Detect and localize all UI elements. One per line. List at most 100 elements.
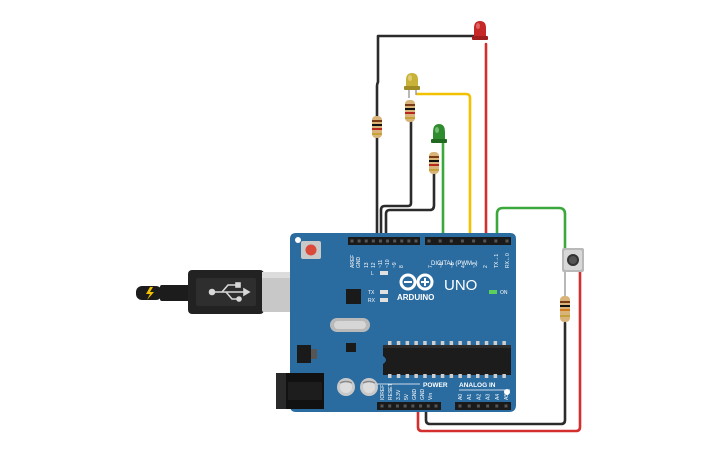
yellow-led-signal-wire[interactable] <box>415 92 472 238</box>
pin-hole[interactable] <box>505 239 509 243</box>
pin-hole[interactable] <box>395 404 399 408</box>
pin-hole[interactable] <box>467 404 471 408</box>
power-label: POWER <box>423 382 448 389</box>
small-chip <box>346 343 356 352</box>
analog-header[interactable] <box>455 402 511 410</box>
pin-label: IOREF <box>380 385 386 400</box>
pin-hole[interactable] <box>411 404 415 408</box>
ground-wire-red-led[interactable] <box>375 34 478 238</box>
red-led[interactable] <box>472 21 488 40</box>
pin-label: A3 <box>486 394 492 400</box>
pin-hole[interactable] <box>438 239 442 243</box>
resistor-yellow-led[interactable] <box>405 100 415 122</box>
wires <box>375 34 582 433</box>
chip-pin <box>458 374 462 378</box>
pin-label: RX←0 <box>505 253 511 268</box>
pin-hole[interactable] <box>472 239 476 243</box>
ground-wire-yellow-led[interactable] <box>379 106 413 238</box>
pin-hole[interactable] <box>357 239 361 243</box>
digital-header[interactable] <box>348 237 511 245</box>
pin-hole[interactable] <box>434 404 438 408</box>
pin-label: 13 <box>364 262 370 268</box>
pin-hole[interactable] <box>460 239 464 243</box>
resistor-button[interactable] <box>560 270 570 322</box>
pin-hole[interactable] <box>380 404 384 408</box>
pin-label: AREF <box>350 255 356 268</box>
chip-pin <box>388 374 392 378</box>
pin-hole[interactable] <box>483 239 487 243</box>
pin-hole[interactable] <box>407 239 411 243</box>
chip-pin <box>493 374 498 378</box>
pin-label: 12 <box>371 262 377 268</box>
chip-pin <box>440 374 445 378</box>
pin-hole[interactable] <box>504 404 508 408</box>
digital-label: DIGITAL (PWM~) <box>431 261 478 267</box>
pin-hole[interactable] <box>495 404 499 408</box>
chip-pin <box>502 341 506 345</box>
led-l-label: L <box>371 271 374 277</box>
pin-label: ~10 <box>385 259 391 268</box>
pin-label: A1 <box>467 394 473 400</box>
pin-hole[interactable] <box>393 239 397 243</box>
pin-label: RESET <box>388 383 394 400</box>
pin-hole[interactable] <box>414 239 418 243</box>
usb-icon <box>208 282 251 302</box>
power-header[interactable] <box>377 402 441 410</box>
pin-hole[interactable] <box>400 239 404 243</box>
pin-hole[interactable] <box>419 404 423 408</box>
pin-label: GND <box>412 389 418 401</box>
resistor-red-led[interactable] <box>372 116 382 138</box>
push-button[interactable] <box>562 248 584 272</box>
green-led[interactable] <box>431 124 447 143</box>
chip-pin <box>476 374 480 378</box>
resistor-green-led[interactable] <box>429 152 439 174</box>
pin-hole[interactable] <box>371 239 375 243</box>
chip-pin <box>484 374 489 378</box>
on-label: ON <box>500 290 508 296</box>
dc-power-jack[interactable] <box>276 373 324 409</box>
chip-pin <box>414 374 418 378</box>
pin-hole[interactable] <box>458 404 462 408</box>
ground-wire-green-led[interactable] <box>384 170 436 238</box>
pin-hole[interactable] <box>388 404 392 408</box>
pin-hole[interactable] <box>486 404 490 408</box>
chip-pin <box>432 341 436 345</box>
pin-hole[interactable] <box>364 239 368 243</box>
analog-label: ANALOG IN <box>459 382 496 389</box>
chip-pin <box>467 341 471 345</box>
pin-label: 5V <box>404 393 410 400</box>
usb-chip <box>346 289 361 304</box>
pin-label: ~6 <box>439 262 445 268</box>
atmega-microcontroller <box>383 341 511 378</box>
crystal-oscillator <box>330 318 370 332</box>
pin-label: 4 <box>461 265 467 268</box>
pin-hole[interactable] <box>427 239 431 243</box>
pin-hole[interactable] <box>449 239 453 243</box>
pin-label: A4 <box>495 394 501 400</box>
pin-hole[interactable] <box>378 239 382 243</box>
button-green-wire[interactable] <box>495 206 567 250</box>
pin-hole[interactable] <box>386 239 390 243</box>
button-ground-wire[interactable] <box>424 321 567 426</box>
pin-hole[interactable] <box>350 239 354 243</box>
chip-pin <box>440 341 445 345</box>
power-on-led: ON <box>489 290 508 296</box>
pin-label: 8 <box>399 265 405 268</box>
chip-pin <box>414 341 418 345</box>
chip-pin <box>476 341 480 345</box>
pin-hole[interactable] <box>403 404 407 408</box>
chip-pin <box>467 374 471 378</box>
arduino-logo-icon <box>399 273 434 291</box>
button-red-wire[interactable] <box>416 268 582 433</box>
yellow-led[interactable] <box>404 73 420 98</box>
reset-button[interactable] <box>301 241 321 259</box>
pin-label: ~11 <box>378 260 384 268</box>
board-led-l: L <box>371 271 388 277</box>
pin-hole[interactable] <box>476 404 480 408</box>
chip-pin <box>388 341 392 345</box>
pin-label: 7 <box>428 265 434 268</box>
arduino-logo-text: ARDUINO <box>397 293 434 302</box>
pin-hole[interactable] <box>426 404 430 408</box>
pin-hole[interactable] <box>494 239 498 243</box>
